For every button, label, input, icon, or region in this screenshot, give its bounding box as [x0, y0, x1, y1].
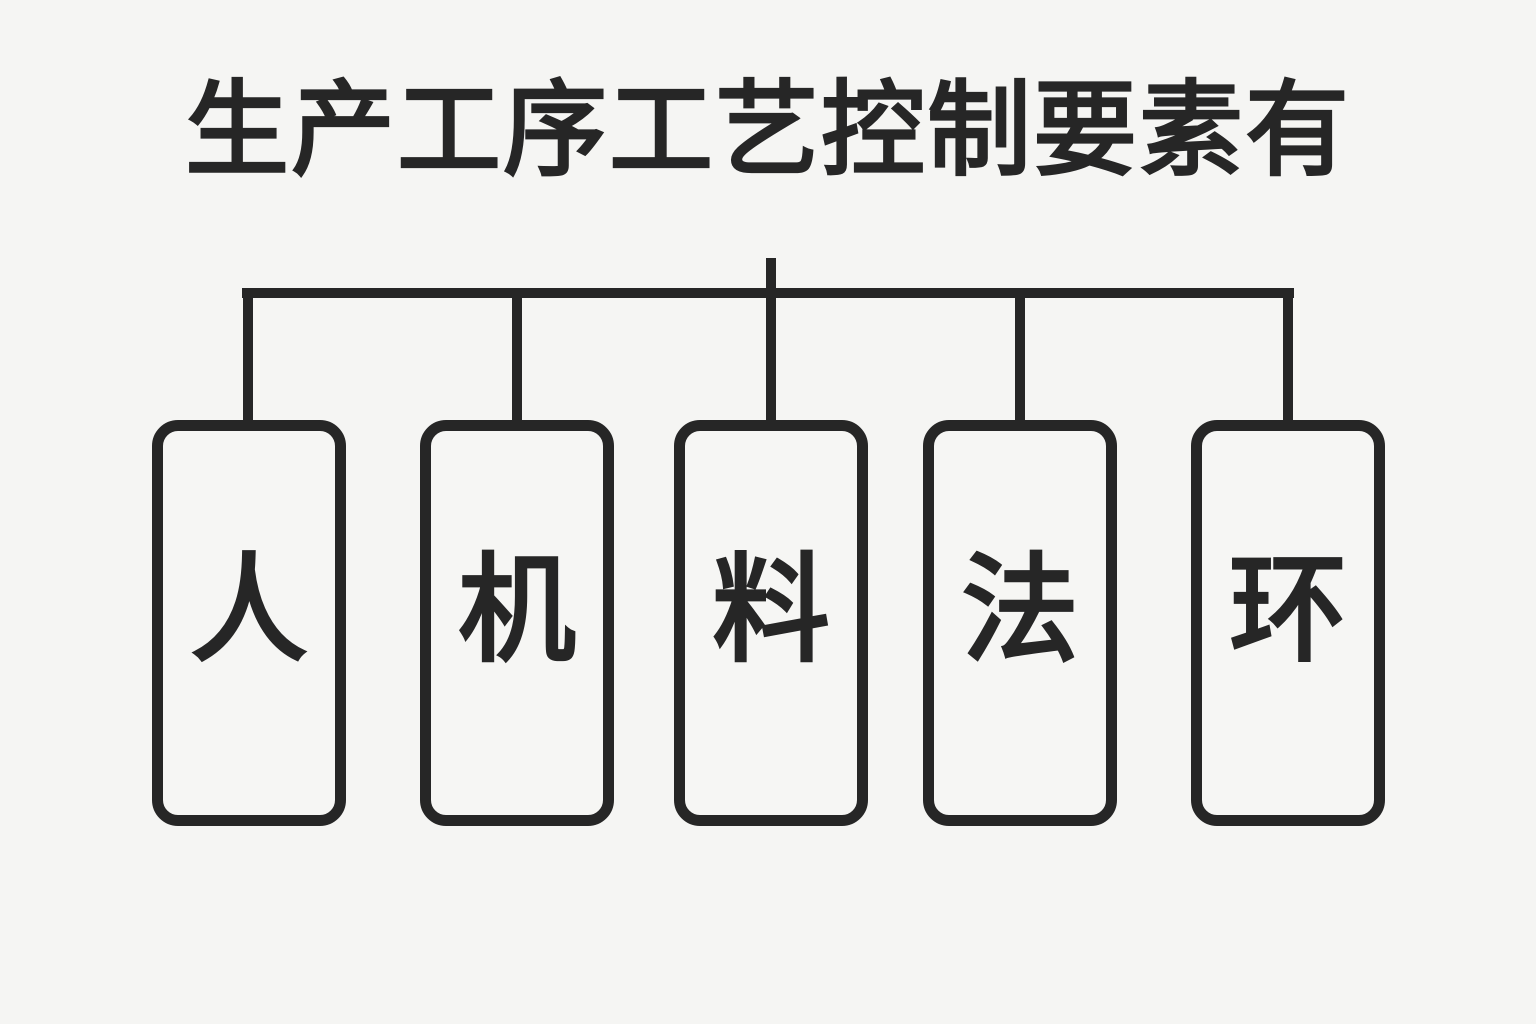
node-box-fa[interactable]: 法	[923, 420, 1117, 826]
page-title: 生产工序工艺控制要素有	[184, 69, 1351, 191]
node-box-huan[interactable]: 环	[1191, 420, 1385, 826]
node-box-ji[interactable]: 机	[420, 420, 614, 826]
node-label-ren: 人	[189, 541, 308, 679]
node-box-liao[interactable]: 料	[674, 420, 868, 826]
node-label-ji: 机	[457, 541, 576, 679]
node-box-ren[interactable]: 人	[152, 420, 346, 826]
node-label-liao: 料	[711, 541, 830, 679]
node-label-fa: 法	[960, 541, 1079, 679]
node-label-huan: 环	[1228, 541, 1347, 679]
